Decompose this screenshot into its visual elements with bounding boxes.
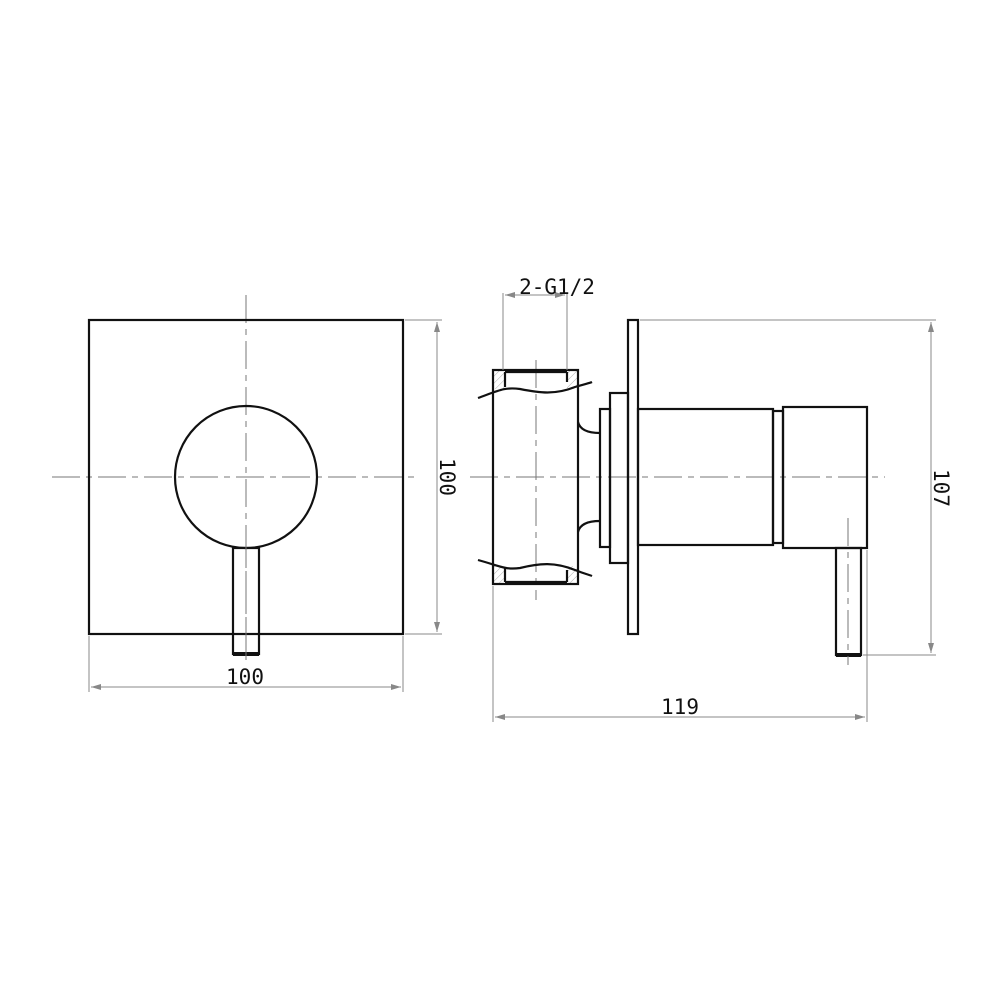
dimension-height: 100 <box>405 319 459 635</box>
dimension-thread: 2-G1/2 <box>502 275 595 370</box>
handle-body <box>781 405 869 550</box>
depth-label: 119 <box>661 695 699 719</box>
height-label: 100 <box>435 458 459 496</box>
front-view: 100 100 <box>52 295 459 692</box>
pipe-body <box>477 368 593 586</box>
side-height-label: 107 <box>929 469 953 507</box>
mount-ring <box>598 407 612 549</box>
width-label: 100 <box>226 665 264 689</box>
mount-flange <box>608 391 630 565</box>
dimension-side-height: 107 <box>640 319 953 656</box>
side-view: 2-G1/2 107 119 <box>470 275 953 722</box>
thread-label: 2-G1/2 <box>519 275 595 299</box>
dimension-width: 100 <box>88 636 404 692</box>
dimension-depth: 119 <box>492 550 868 722</box>
